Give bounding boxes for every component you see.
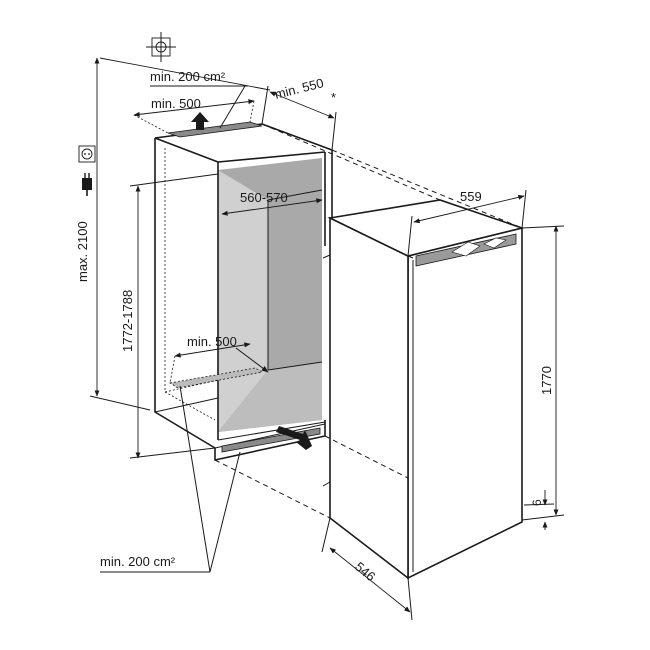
niche-cabinet [154,121,333,461]
vent-bottom-area-label: min. 200 cm² [100,554,176,569]
vent-bottom-width-label: min. 500 [187,334,237,349]
niche-height-label: 1772-1788 [120,290,135,352]
plinth-gap-label: 6 [530,499,544,506]
vent-top-area-label: min. 200 cm² [150,69,226,84]
appliance-height-label: 1770 [539,366,554,395]
niche-depth-label: min. 550 [273,75,325,102]
plinth-airflow-arrow-icon [276,426,312,450]
bottom-vent-grille-back [168,367,264,389]
niche-interior-side [218,170,268,432]
appliance-body [322,199,525,580]
top-vent-grille [167,121,263,138]
power-plug-icon [82,173,92,196]
niche-depth-note: * [331,90,336,105]
niche-interior-floor [218,362,322,432]
appliance-width-label: 559 [460,189,482,204]
appliance-front [407,226,523,580]
socket-icon [78,145,96,163]
appliance-side [329,216,409,580]
airflow-arrow-icon [191,112,209,130]
appliance-depth-label: 546 [352,559,378,584]
max-height-label: max. 2100 [75,221,90,282]
niche-width-label: 560-570 [240,190,288,205]
vent-top-width-label: min. 500 [151,96,201,111]
